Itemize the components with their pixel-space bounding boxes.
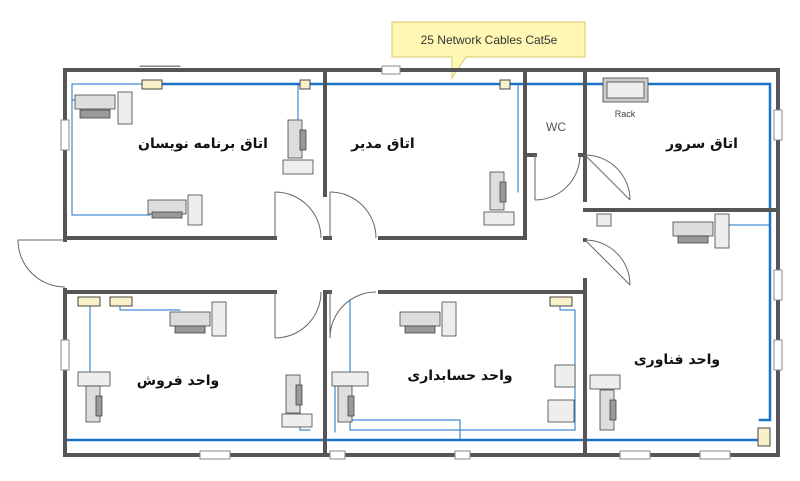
network-jack-icon: [109, 296, 133, 307]
windows: [60, 65, 783, 460]
network-jack-icon: [141, 79, 163, 90]
callout-text: 25 Network Cables Cat5e: [421, 33, 558, 47]
room-label-programmers: اتاق برنامه نویسان: [138, 136, 268, 152]
workstation-icon: [331, 371, 369, 423]
walls: [63, 68, 780, 457]
room-label-sales: واحد فروش: [137, 373, 219, 389]
room-label-server: اتاق سرور: [665, 136, 738, 152]
doors: [17, 154, 631, 339]
workstation-icon: [399, 301, 457, 337]
workstation-icon: [74, 91, 133, 125]
network-jacks: [77, 79, 771, 447]
workstation-icon: [281, 374, 313, 428]
workstation-icon: [282, 119, 314, 175]
workstation-icon: [672, 213, 730, 249]
network-jack-icon: [757, 427, 771, 447]
printer-icon: [547, 364, 576, 423]
network-cable-callout: 25 Network Cables Cat5e: [391, 21, 586, 80]
rack-icon: [602, 77, 649, 103]
network-jack-icon: [499, 79, 511, 90]
room-labels: اتاق برنامه نویسان اتاق مدیر WC اتاق سرو…: [137, 109, 738, 389]
workstation-icon: [147, 194, 203, 226]
network-jack-icon: [77, 296, 101, 307]
network-jack-icon: [549, 296, 573, 307]
room-label-wc: WC: [546, 120, 566, 134]
network-jack-icon: [299, 79, 311, 90]
room-label-it: واحد فناوری: [634, 352, 720, 368]
room-label-manager: اتاق مدیر: [350, 136, 414, 152]
rack-label: Rack: [615, 109, 636, 119]
switch-icon: [596, 213, 612, 227]
workstation-icon: [169, 301, 227, 337]
workstation-icon: [77, 371, 111, 423]
workstation-icon: [589, 374, 621, 431]
room-label-accounting: واحد حسابداری: [407, 368, 512, 384]
workstation-icon: [483, 171, 515, 226]
workstations: [74, 77, 730, 431]
